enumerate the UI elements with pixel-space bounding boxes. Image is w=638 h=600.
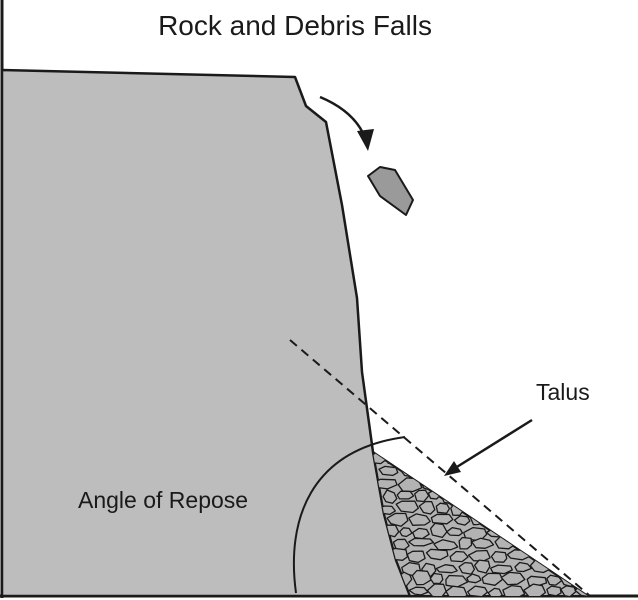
fall-arrow	[319, 95, 374, 151]
talus-stone	[399, 527, 413, 538]
talus-stone	[408, 513, 431, 526]
talus-stone	[523, 583, 547, 596]
talus-stone	[446, 526, 464, 537]
diagram-title: Rock and Debris Falls	[158, 10, 432, 41]
talus-stone	[514, 561, 533, 573]
falling-rock	[367, 166, 414, 216]
talus-stone	[487, 587, 503, 596]
talus-stone	[481, 572, 504, 586]
talus-stone	[408, 537, 435, 547]
talus-stone	[429, 522, 448, 539]
talus-stone	[500, 571, 526, 586]
talus-stone	[445, 585, 468, 596]
talus-stone	[471, 537, 495, 549]
angle-arc	[292, 436, 406, 594]
talus-stone	[449, 550, 469, 563]
talus-stone	[440, 488, 462, 505]
talus-stone	[546, 574, 563, 586]
talus-stone	[502, 584, 526, 596]
talus-stone	[382, 489, 398, 504]
talus-stone	[418, 500, 436, 515]
talus-arrow	[444, 418, 533, 476]
talus-stone	[408, 586, 429, 596]
talus-stone	[435, 502, 451, 514]
talus-stone	[560, 585, 577, 596]
talus-stone	[426, 583, 447, 596]
talus-stone	[490, 550, 508, 563]
angle-of-repose-line	[289, 339, 591, 597]
talus-stone	[378, 465, 399, 477]
talus-stone	[414, 489, 430, 503]
talus-stone	[429, 572, 444, 585]
talus-stone	[411, 569, 433, 586]
cliff-rock	[0, 68, 412, 598]
talus-label: Talus	[536, 379, 590, 405]
talus-stone	[464, 501, 488, 515]
talus-stone	[489, 564, 513, 575]
talus-stone	[386, 512, 409, 527]
talus-stone	[395, 500, 419, 514]
talus-pile	[371, 449, 592, 597]
talus-stone	[430, 513, 454, 525]
talus-stone	[425, 548, 449, 561]
talus-stone	[467, 585, 489, 596]
talus-stone	[435, 564, 458, 574]
angle-of-repose-label: Angle of Repose	[78, 487, 249, 513]
talus-stone	[546, 585, 562, 596]
talus-stone	[396, 490, 415, 500]
talus-stone	[406, 550, 426, 564]
talus-stone	[433, 539, 459, 551]
talus-stone	[458, 536, 473, 550]
talus-stone	[473, 559, 491, 574]
talus-stone	[466, 573, 482, 584]
talus-stone	[453, 515, 471, 526]
talus-stone	[529, 558, 553, 574]
talus-stone	[469, 513, 486, 526]
